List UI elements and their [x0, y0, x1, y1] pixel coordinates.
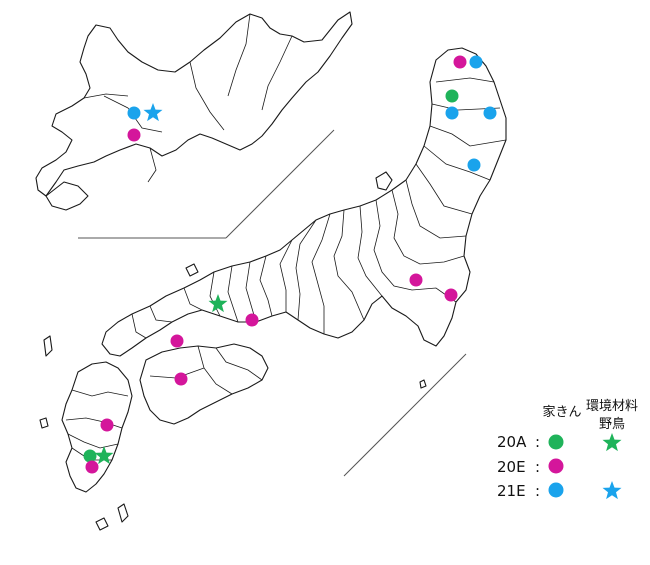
marker-dot-20e-aomori-west: [453, 55, 467, 69]
sado-island: [375, 171, 393, 191]
honshu-outline: [101, 47, 507, 357]
marker-dot-21e-akita: [445, 106, 459, 120]
oki-islands: [185, 263, 199, 277]
honshu-prefecture-lines: [131, 77, 507, 339]
legend-20a-wild-star: [602, 433, 622, 452]
shikoku-outline: [139, 343, 269, 425]
izu-island: [419, 379, 427, 389]
okinawa-divider: [343, 353, 467, 477]
marker-star-21e-hokkaido: [143, 103, 163, 122]
marker-dot-20e-oita: [100, 418, 114, 432]
kyushu-prefecture-lines: [65, 389, 129, 461]
marker-dot-20e-kagawa: [174, 372, 188, 386]
legend-header-wild-line1: 環境材料: [586, 399, 638, 414]
marker-star-20a-tottori: [208, 294, 228, 313]
legend-row-20e-code: 20E: [497, 458, 526, 476]
marker-star-20a-kumamoto: [94, 446, 114, 465]
legend-row-21e-code: 21E: [497, 482, 526, 500]
legend-20e-domestic-dot: [548, 458, 564, 474]
marker-dot-21e-aomori-east: [469, 55, 483, 69]
inset-divider-diagonal: [225, 129, 335, 239]
yakushima-island: [95, 517, 109, 531]
hokkaido-outline: [35, 11, 353, 197]
legend-row-20e-colon: :: [535, 458, 540, 476]
legend-row-21e-colon: :: [535, 482, 540, 500]
legend-21e-wild-star: [602, 481, 622, 500]
kyushu-outline: [61, 361, 133, 493]
legend-20a-domestic-dot: [548, 434, 564, 450]
marker-dot-20e-chiba: [444, 288, 458, 302]
marker-dot-20e-ibaraki-west: [409, 273, 423, 287]
marker-dot-20e-kagoshima: [85, 460, 99, 474]
tsushima-island: [43, 335, 53, 357]
legend-row-20a-colon: :: [535, 433, 540, 451]
legend-21e-domestic-dot: [548, 482, 564, 498]
marker-dot-20a-kumamoto: [83, 449, 97, 463]
goto-islands: [39, 417, 49, 429]
marker-dot-20e-hiroshima: [170, 334, 184, 348]
marker-dot-21e-miyagi: [467, 158, 481, 172]
marker-dot-20e-okayama: [245, 313, 259, 327]
legend-row-20a-code: 20A: [497, 433, 527, 451]
legend-header-wild-line2: 野鳥: [599, 417, 625, 432]
tanegashima-island: [117, 503, 129, 523]
marker-dot-20a-akita-north: [445, 89, 459, 103]
legend-header-domestic: 家きん: [542, 404, 581, 420]
marker-dot-21e-iwate: [483, 106, 497, 120]
marker-dot-20e-hokkaido-south: [127, 128, 141, 142]
legend: 家きん 環境材料 野鳥 20A : 20E : 21E :: [497, 399, 638, 500]
hokkaido-southwest-peninsula: [45, 181, 89, 211]
marker-dot-21e-hokkaido: [127, 106, 141, 120]
marker-layer: [83, 55, 497, 474]
